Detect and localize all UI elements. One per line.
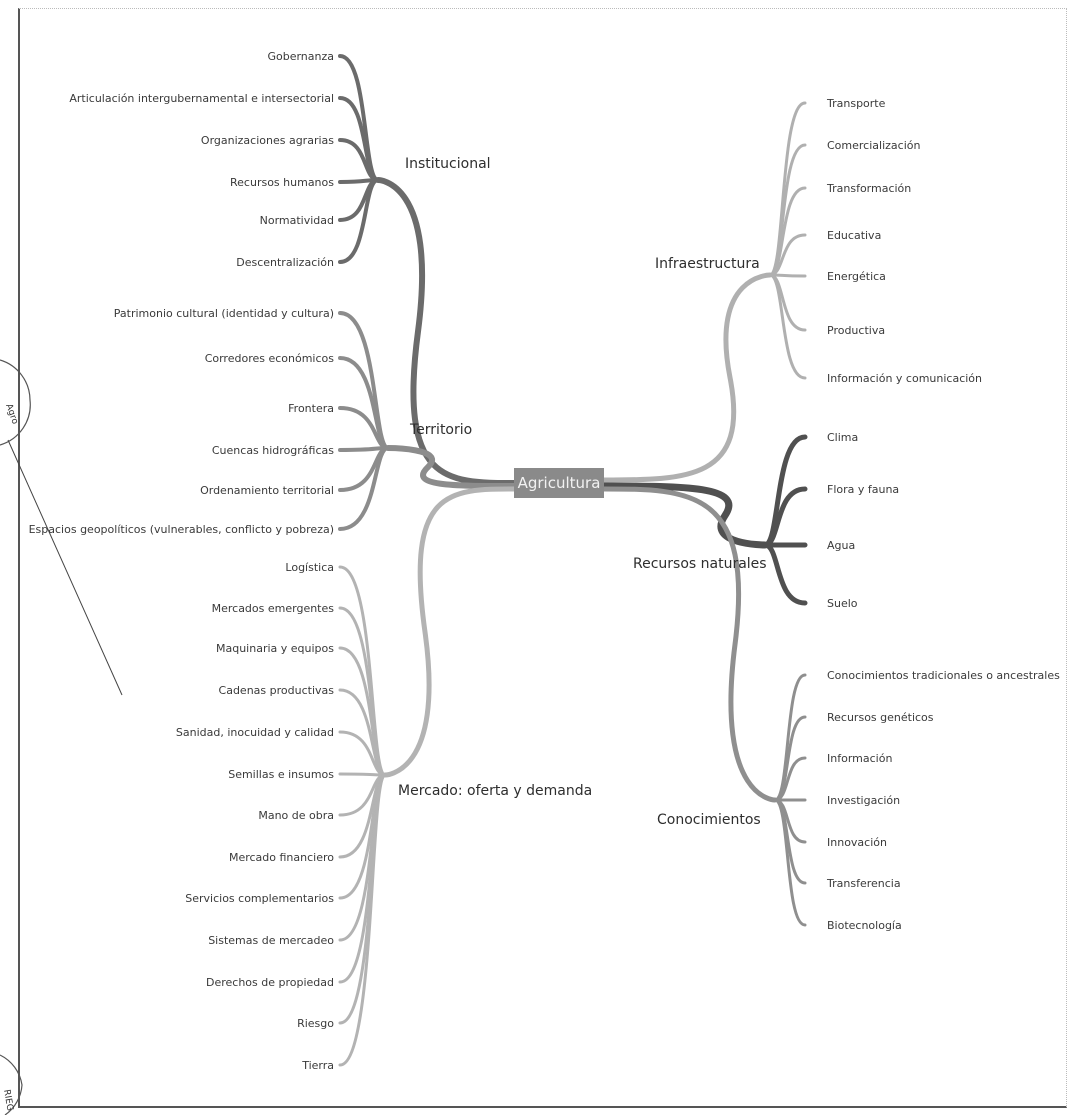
- leaf-label-frontera: Frontera: [288, 402, 334, 415]
- leaf-label-innovacion: Innovación: [827, 836, 887, 849]
- branch-label-institucional: Institucional: [405, 156, 491, 172]
- leaf-label-transferencia: Transferencia: [826, 877, 901, 890]
- leaf-label-cuencas-hidrograficas: Cuencas hidrográficas: [212, 444, 334, 457]
- leaf-label-gobernanza: Gobernanza: [267, 50, 334, 63]
- leaf-label-educativa: Educativa: [827, 229, 881, 242]
- edge-corredores-economicos: [338, 356, 390, 450]
- edge-recursos-naturales: [600, 482, 769, 549]
- edge-transformacion: [768, 186, 807, 277]
- root-label: Agricultura: [518, 474, 601, 492]
- edge-infraestructura: [601, 272, 773, 483]
- leaf-label-comercializacion: Comercialización: [827, 139, 920, 152]
- leaf-label-servicios-complementarios: Servicios complementarios: [185, 892, 334, 905]
- root-box: [514, 468, 604, 498]
- edge-suelo: [762, 542, 808, 606]
- leaf-label-investigacion: Investigación: [827, 794, 900, 807]
- stamp-top: [0, 359, 31, 446]
- leaf-label-cadenas-productivas: Cadenas productivas: [219, 684, 335, 697]
- leaf-label-tierra: Tierra: [301, 1059, 334, 1072]
- pen-line: [7, 439, 123, 696]
- stamp-text-bottom: RIEG: [1, 1089, 15, 1112]
- leaf-label-corredores-economicos: Corredores económicos: [205, 352, 335, 365]
- branch-label-infraestructura: Infraestructura: [655, 256, 760, 272]
- leaf-label-ordenamiento-territorial: Ordenamiento territorial: [200, 484, 334, 497]
- stamp-text-top: Agro: [3, 403, 20, 427]
- stamp-bottom: [0, 1054, 23, 1115]
- edge-mercado-oferta-y-demanda: [382, 486, 517, 778]
- leaf-label-articulacion-intergubernamental-e-intersectorial: Articulación intergubernamental e inters…: [69, 92, 334, 105]
- leaf-label-recursos-geneticos: Recursos genéticos: [827, 711, 934, 724]
- leaf-label-organizaciones-agrarias: Organizaciones agrarias: [201, 134, 334, 147]
- diagram-frame: [18, 8, 1067, 1108]
- leaf-label-recursos-humanos: Recursos humanos: [230, 176, 334, 189]
- leaf-label-descentralizacion: Descentralización: [236, 256, 334, 269]
- leaf-label-derechos-de-propiedad: Derechos de propiedad: [206, 976, 334, 989]
- leaf-label-patrimonio-cultural-identidad-y-cultura: Patrimonio cultural (identidad y cultura…: [114, 307, 334, 320]
- edge-conocimientos-tradicionales-o-ancestrales: [773, 673, 807, 802]
- edge-informacion-y-comunicacion: [768, 273, 807, 380]
- leaf-label-logistica: Logística: [285, 561, 334, 574]
- margin-stamps: [0, 359, 123, 1115]
- leaf-label-maquinaria-y-equipos: Maquinaria y equipos: [216, 642, 334, 655]
- leaf-label-mercados-emergentes: Mercados emergentes: [212, 602, 335, 615]
- leaf-label-mercado-financiero: Mercado financiero: [229, 851, 334, 864]
- leaf-label-mano-de-obra: Mano de obra: [258, 809, 334, 822]
- edge-flora-y-fauna: [762, 486, 808, 548]
- root-node: Agricultura: [514, 468, 604, 498]
- leaf-label-conocimientos-tradicionales-o-ancestrales: Conocimientos tradicionales o ancestrale…: [827, 669, 1060, 682]
- edge-conocimientos: [601, 486, 778, 803]
- branch-label-recursos-naturales: Recursos naturales: [633, 556, 767, 572]
- leaf-label-suelo: Suelo: [827, 597, 858, 610]
- leaf-label-espacios-geopoliticos-vulnerables-conflicto-y-pobreza: Espacios geopolíticos (vulnerables, conf…: [29, 523, 334, 536]
- leaf-label-agua: Agua: [827, 539, 855, 552]
- edge-descentralizacion: [338, 178, 380, 264]
- leaf-label-sanidad-inocuidad-y-calidad: Sanidad, inocuidad y calidad: [176, 726, 334, 739]
- leaf-label-normatividad: Normatividad: [260, 214, 334, 227]
- leaf-label-riesgo: Riesgo: [297, 1017, 334, 1030]
- edges: [338, 54, 808, 1067]
- edge-semillas-e-insumos: [338, 772, 387, 777]
- edge-tierra: [338, 773, 387, 1067]
- leaf-label-biotecnologia: Biotecnología: [827, 919, 902, 932]
- branch-label-mercado-oferta-y-demanda: Mercado: oferta y demanda: [398, 783, 592, 799]
- leaf-label-semillas-e-insumos: Semillas e insumos: [228, 768, 334, 781]
- leaf-label-flora-y-fauna: Flora y fauna: [827, 483, 899, 496]
- leaf-label-productiva: Productiva: [827, 324, 885, 337]
- leaf-label-transporte: Transporte: [826, 97, 886, 110]
- edge-espacios-geopoliticos-vulnerables-conflicto-y-pobreza: [338, 446, 390, 531]
- leaf-label-informacion: Información: [827, 752, 892, 765]
- leaf-label-informacion-y-comunicacion: Información y comunicación: [827, 372, 982, 385]
- leaf-label-transformacion: Transformación: [826, 182, 911, 195]
- edge-biotecnologia: [773, 798, 807, 927]
- branch-label-conocimientos: Conocimientos: [657, 812, 761, 828]
- leaf-label-sistemas-de-mercadeo: Sistemas de mercadeo: [208, 934, 334, 947]
- edge-territorio: [385, 445, 517, 489]
- branch-label-territorio: Territorio: [409, 422, 472, 438]
- leaf-label-clima: Clima: [827, 431, 858, 444]
- edge-institucional: [375, 177, 517, 486]
- leaf-label-energetica: Energética: [827, 270, 886, 283]
